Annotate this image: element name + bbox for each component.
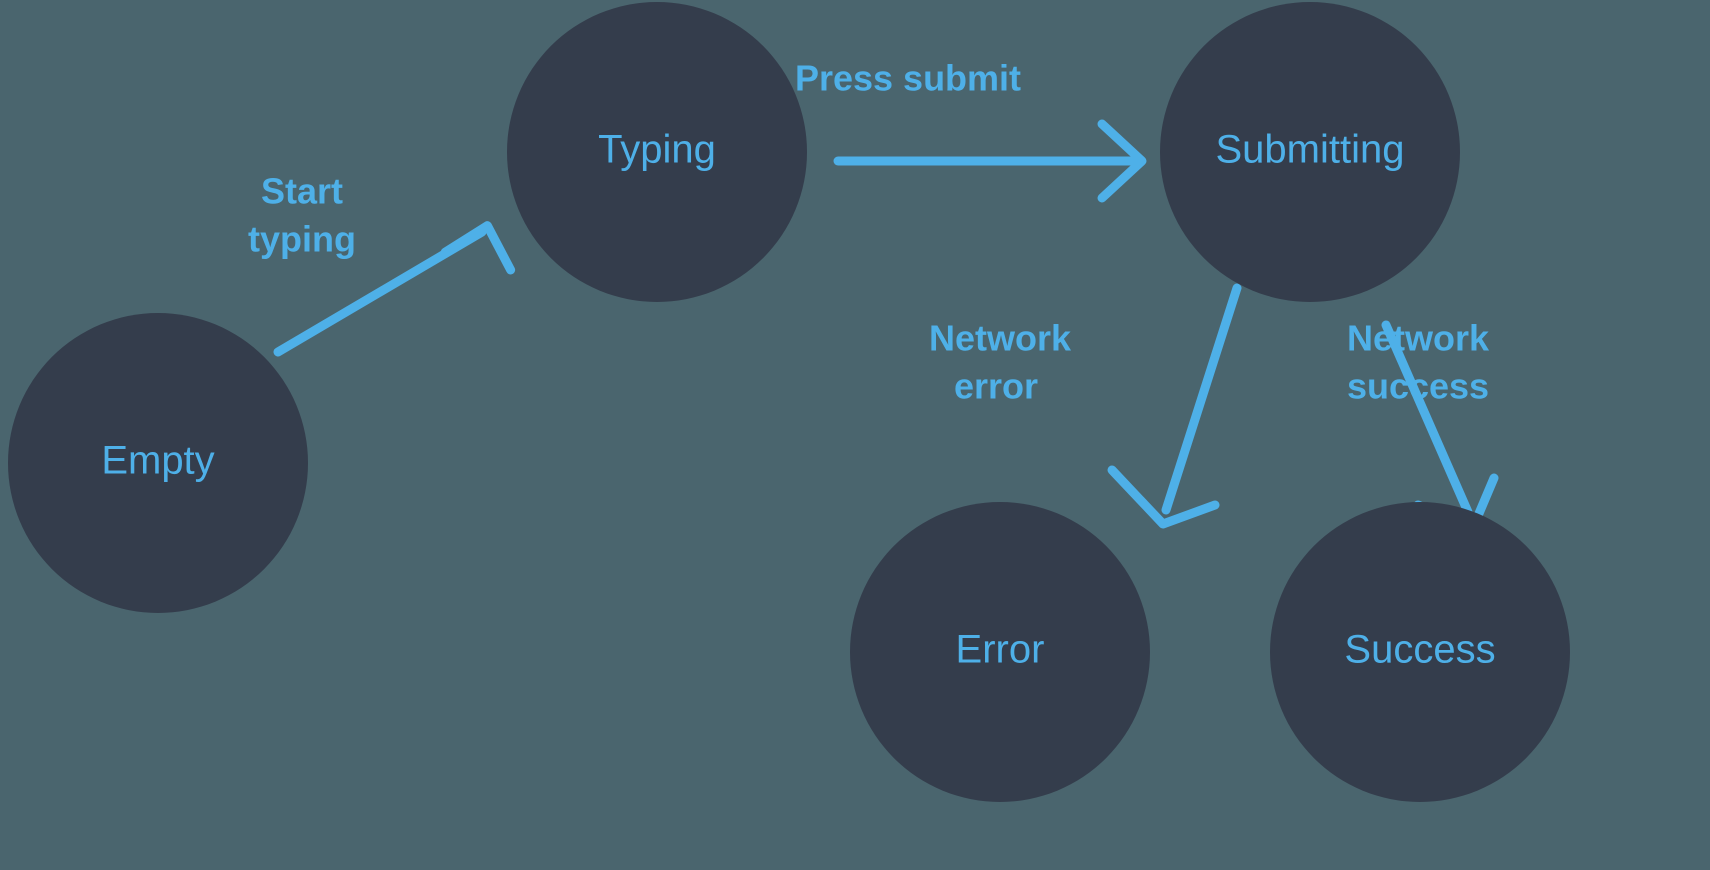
edge-label-submitting-to-success-line2: success: [1347, 366, 1489, 407]
edge-typing-to-submitting-arrowhead: [1097, 119, 1147, 203]
node-empty-circle[interactable]: [8, 313, 308, 613]
edge-label-submitting-to-error-line2: error: [954, 366, 1038, 407]
node-error-label: Error: [956, 628, 1045, 672]
node-submitting[interactable]: Submitting: [1160, 2, 1460, 302]
node-error[interactable]: Error: [850, 502, 1150, 802]
edge-label-empty-to-typing: Start typing: [248, 171, 356, 260]
node-success[interactable]: Success: [1270, 502, 1570, 802]
edge-label-submitting-to-error: Network error: [929, 318, 1072, 407]
edge-label-typing-to-submitting: Press submit: [795, 58, 1021, 99]
node-success-circle[interactable]: [1270, 502, 1570, 802]
edge-submitting-to-success-line: [1381, 320, 1473, 517]
edge-label-empty-to-typing-line1: Start: [261, 171, 343, 212]
node-empty-label: Empty: [101, 439, 214, 483]
edge-label-empty-to-typing-line2: typing: [248, 219, 356, 260]
node-submitting-label: Submitting: [1216, 128, 1405, 172]
node-submitting-circle[interactable]: [1160, 2, 1460, 302]
edge-empty-to-typing: [273, 221, 516, 357]
edge-label-submitting-to-success-line1: Network: [1347, 318, 1490, 359]
edge-empty-to-typing-arrowhead: [440, 221, 516, 275]
edge-label-submitting-to-error-line1: Network: [929, 318, 1072, 359]
node-success-label: Success: [1344, 628, 1495, 672]
edge-submitting-to-error-arrowhead: [1107, 465, 1220, 529]
node-typing-circle[interactable]: [507, 2, 807, 302]
edge-submitting-to-error: [1107, 283, 1242, 529]
edge-label-submitting-to-success: Network success: [1347, 318, 1490, 407]
node-empty[interactable]: Empty: [8, 313, 308, 613]
edge-typing-to-submitting: [833, 119, 1147, 203]
edge-label-typing-to-submitting-line1: Press submit: [795, 58, 1021, 99]
node-typing-label: Typing: [598, 128, 716, 172]
edge-submitting-to-error-line: [1161, 283, 1242, 515]
node-error-circle[interactable]: [850, 502, 1150, 802]
node-typing[interactable]: Typing: [507, 2, 807, 302]
